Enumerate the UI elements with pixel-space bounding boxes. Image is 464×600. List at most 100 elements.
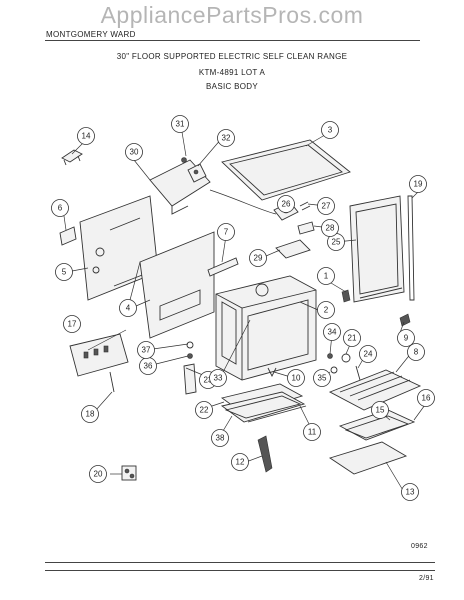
callout-number: 32 [222,134,231,143]
callout-number: 6 [58,204,63,213]
part-8-oven-rack [328,369,422,411]
callout-11: 11 [303,423,321,441]
part-11-drawer-slide [247,405,307,423]
part-36-nut [187,353,193,359]
callout-13: 13 [401,483,419,501]
part-25-door-frame [349,195,405,303]
callout-number: 26 [282,200,291,209]
callout-number: 23 [204,376,213,385]
callout-circle [321,219,339,237]
callout-10: 10 [287,369,305,387]
section-name: BASIC BODY [206,82,258,91]
callout-number: 4 [126,304,131,313]
callout-27: 27 [317,197,335,215]
part-19-gasket [407,195,415,301]
callout-number: 37 [142,346,151,355]
callout-number: 22 [200,406,209,415]
part-6-plate [59,226,77,246]
callout-number: 20 [94,470,103,479]
part-20-hardware-pack [121,465,137,481]
callout-16: 16 [417,389,435,407]
callout-circle [303,423,321,441]
callout-number: 19 [414,180,423,189]
callout-33: 33 [209,369,227,387]
callout-circle [195,401,213,419]
part-24-pin [355,365,361,381]
callout-circle [77,127,95,145]
part-12-bracket [257,435,273,473]
callout-7: 7 [217,223,235,241]
callout-38: 38 [211,429,229,447]
callout-circle [125,143,143,161]
footer-rule-1 [45,562,435,563]
callout-circle [137,341,155,359]
callout-circle [313,369,331,387]
watermark: AppliancePartsPros.com [100,2,364,28]
callout-number: 9 [404,334,409,343]
part-29-plate [275,239,311,259]
callout-number: 11 [308,428,317,437]
callout-number: 8 [414,348,419,357]
part-10-bracket [267,367,277,378]
part-30-bracket [149,157,211,215]
callout-circle [317,301,335,319]
callout-circle [321,121,339,139]
part-28-clip [297,221,315,235]
callout-8: 8 [407,343,425,361]
callout-29: 29 [249,249,267,267]
part-37-washer [186,341,194,349]
callout-circle [51,199,69,217]
callout-number: 27 [322,202,331,211]
part-35-nut [330,366,338,374]
part-13-drip-tray [328,441,408,475]
callout-circle [63,315,81,333]
callout-circle [343,329,361,347]
callout-circle [209,369,227,387]
model-number: KTM-4891 LOT A [198,68,266,77]
part-16-broil-pan-insert [344,415,410,439]
callout-number: 13 [406,488,415,497]
callout-circle [323,323,341,341]
callout-20: 20 [89,465,107,483]
callout-circle [81,405,99,423]
callout-22: 22 [195,401,213,419]
callout-34: 34 [323,323,341,341]
callout-number: 5 [62,268,67,277]
part-1-screw [341,289,351,303]
callout-number: 2 [324,306,329,315]
callout-number: 31 [176,120,185,129]
callout-circle [231,453,249,471]
part-15-broil-pan [338,409,416,441]
callout-number: 17 [68,320,77,329]
callout-circle [249,249,267,267]
callout-35: 35 [313,369,331,387]
callout-26: 26 [277,195,295,213]
part-7-strip [207,257,239,277]
callout-number: 14 [82,132,91,141]
callout-number: 18 [86,410,95,419]
callout-circle [409,175,427,193]
callout-number: 1 [324,272,329,281]
callout-1: 1 [317,267,335,285]
callout-3: 3 [321,121,339,139]
callout-17: 17 [63,315,81,333]
callout-circle [217,223,235,241]
callout-number: 12 [236,458,245,467]
callout-circle [171,115,189,133]
callout-markers: 1234567891011121314151617181920212223242… [51,115,435,501]
diagram-title: 30" FLOOR SUPPORTED ELECTRIC SELF CLEAN … [116,52,348,61]
callout-circle [359,345,377,363]
callout-36: 36 [139,357,157,375]
callout-14: 14 [77,127,95,145]
callout-number: 34 [328,328,337,337]
callout-circle [211,429,229,447]
callout-number: 10 [292,374,301,383]
callout-circle [397,329,415,347]
part-14-bracket [61,149,83,166]
header-rule-top [45,40,420,41]
callout-9: 9 [397,329,415,347]
callout-number: 7 [224,228,229,237]
callout-number: 36 [144,362,153,371]
callout-circle [371,401,389,419]
callout-number: 15 [376,406,385,415]
